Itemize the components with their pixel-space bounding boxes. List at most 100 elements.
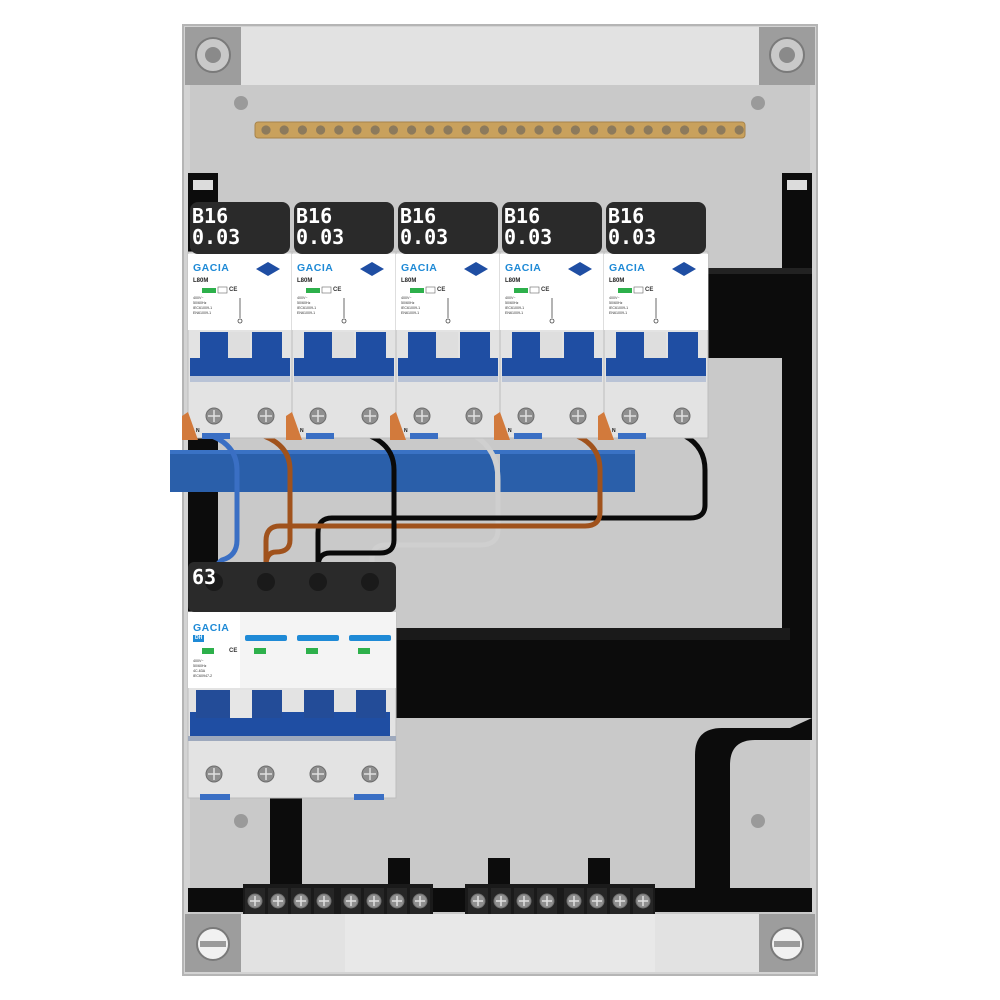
rating-box (217, 286, 228, 294)
main-breaker-top-terminal (361, 573, 379, 591)
rcbo-2-rating: B16 0.03 (296, 204, 345, 249)
busbar-hole (425, 125, 435, 135)
rcbo-terminal-screw (569, 407, 587, 425)
rcbo-breaker-3 (390, 202, 501, 440)
busbar-hole (461, 125, 471, 135)
copper-lug (494, 412, 510, 440)
rcbo-3-neutral-label: N (404, 428, 408, 434)
brand-diamond-icon (256, 262, 280, 276)
rcbo-1-neutral-label: N (196, 428, 200, 434)
busbar-hole (552, 125, 562, 135)
rcbo-1-brand: GACIA (193, 262, 230, 274)
rcbo-top-cap (294, 202, 394, 254)
corner-mount-top-left (185, 27, 241, 85)
rcbo-clip (618, 433, 646, 439)
rcbo-top-cap (398, 202, 498, 254)
status-indicator (202, 288, 216, 293)
rcbo-3-ce-mark: CE (437, 287, 446, 293)
main-breaker-pole-2-indicator (254, 648, 266, 654)
terminal-screw (635, 893, 651, 909)
rcbo-4-neutral-label: N (508, 428, 512, 434)
rcbo-1-rating: B16 0.03 (192, 204, 241, 249)
rcbo-1-specs: 400V~ 50/60Hz IEC61009-1 EN61009-1 (193, 296, 213, 315)
terminal-screw (343, 893, 359, 909)
rcbo-terminal-screw (621, 407, 639, 425)
main-breaker-pole-3-strip (297, 635, 339, 641)
earth-cable-rail (695, 718, 812, 895)
busbar-hole (443, 125, 453, 135)
wires (209, 433, 708, 585)
rcbo-handle-bar[interactable] (190, 358, 290, 376)
rcbo-5-ce-mark: CE (645, 287, 654, 293)
rcbo-breaker-4 (494, 202, 605, 440)
main-breaker-pole-3-indicator (306, 648, 318, 654)
main-breaker-pole-4-strip (349, 635, 391, 641)
rcbo-5-rating: B16 0.03 (608, 204, 657, 249)
status-indicator (410, 288, 424, 293)
busbar-hole (516, 125, 526, 135)
brand-diamond-icon (672, 262, 696, 276)
busbar-hole (261, 125, 271, 135)
terminal-screw (270, 893, 286, 909)
copper-lug (182, 412, 198, 440)
rcbo-terminal-screw (465, 407, 483, 425)
rcbo-clip (202, 433, 230, 439)
bottom-terminal-block (188, 795, 812, 914)
busbar-hole (680, 125, 690, 135)
rcbo-breaker-5 (598, 202, 709, 440)
rcbo-4-specs: 400V~ 50/60Hz IEC61009-1 EN61009-1 (505, 296, 525, 315)
rcbo-clip (410, 433, 438, 439)
busbar-hole (589, 125, 599, 135)
neutral-bar (170, 450, 635, 492)
terminal-screw (293, 893, 309, 909)
busbar-hole (279, 125, 289, 135)
copper-lug (286, 412, 302, 440)
busbar-hole (334, 125, 344, 135)
rating-box (321, 286, 332, 294)
din-rail-upper (705, 272, 812, 358)
rcbo-handle-bar[interactable] (502, 358, 602, 376)
status-indicator (618, 288, 632, 293)
rcbo-5-specs: 400V~ 50/60Hz IEC61009-1 EN61009-1 (609, 296, 629, 315)
busbar-hole (643, 125, 653, 135)
busbar-hole (734, 125, 744, 135)
busbar-hole (407, 125, 417, 135)
main-breaker-bottom-screw (205, 765, 223, 783)
brand-diamond-icon (568, 262, 592, 276)
main-breaker-specs: 400V~ 50/60Hz 4C-63A IEC60947-2 (193, 659, 213, 678)
right-vertical-rail (782, 173, 812, 643)
busbar-hole (570, 125, 581, 135)
rcbo-handle-bar[interactable] (606, 358, 706, 376)
rcbo-3-brand: GACIA (401, 262, 438, 274)
rating-box (529, 286, 540, 294)
rcbo-3-rating: B16 0.03 (400, 204, 449, 249)
terminal-screw (539, 893, 555, 909)
brand-diamond-icon (360, 262, 384, 276)
main-breaker-pole-2-strip (245, 635, 287, 641)
rating-box (425, 286, 436, 294)
terminal-screw (247, 893, 263, 909)
busbar-hole (316, 125, 326, 135)
terminal-screw (612, 893, 628, 909)
rcbo-3-specs: 400V~ 50/60Hz IEC61009-1 EN61009-1 (401, 296, 421, 315)
rcbo-4-rating: B16 0.03 (504, 204, 553, 249)
wire-grey (369, 433, 501, 583)
busbar-hole (534, 125, 544, 135)
copper-lug (598, 412, 614, 440)
busbar-hole (498, 125, 508, 135)
earth-busbar (254, 121, 746, 139)
main-breaker-rating: 63 (192, 565, 217, 589)
rcbo-handle-bar[interactable] (398, 358, 498, 376)
busbar-hole (370, 125, 380, 135)
busbar-hole (297, 125, 307, 135)
din-rail-upper-edge (705, 268, 812, 274)
rcbo-handle-bar[interactable] (294, 358, 394, 376)
top-cover-strip (241, 27, 759, 85)
rcbo-5-neutral-label: N (612, 428, 616, 434)
rcbo-5-brand: GACIA (609, 262, 646, 274)
rcbo-1-ce-mark: CE (229, 287, 238, 293)
main-breaker-pole-4-indicator (358, 648, 370, 654)
terminal-screw (412, 893, 428, 909)
rcbo-5-model: L80M (609, 278, 625, 284)
status-indicator (306, 288, 320, 293)
